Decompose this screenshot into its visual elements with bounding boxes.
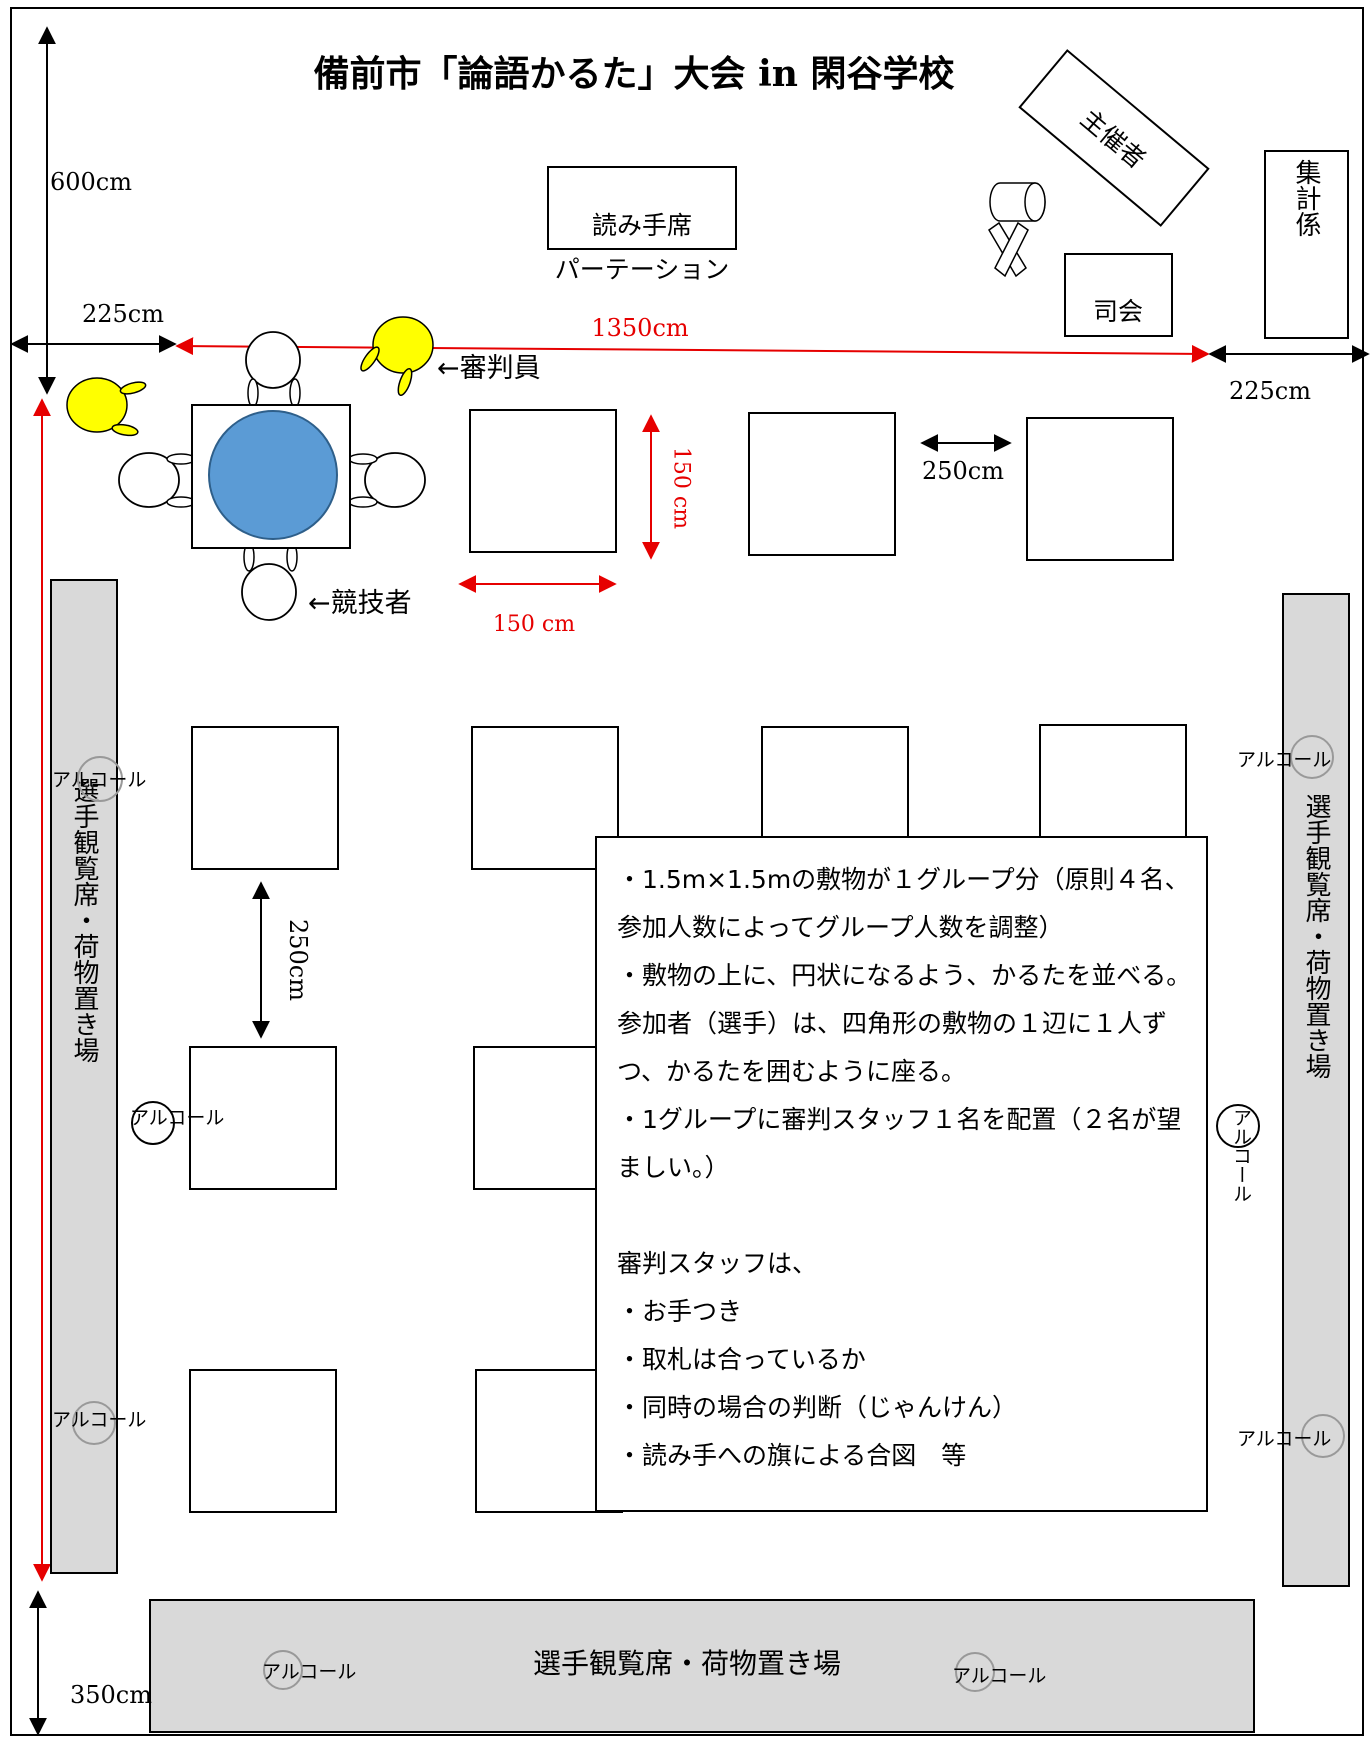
note-line: ・1.5m×1.5mの敷物が１グループ分（原則４名、参加人数によってグループ人数… (617, 865, 1190, 942)
competitor-left (118, 452, 196, 508)
note-line: ・お手つき (617, 1297, 743, 1326)
note-line: ・取札は合っているか (617, 1345, 866, 1374)
tally-box (1264, 150, 1349, 339)
alcohol-label: アルコール (130, 1107, 224, 1129)
reader-seat-box (547, 166, 737, 250)
note-line (617, 1192, 1192, 1240)
competitor-top (245, 331, 301, 408)
alcohol-label: アルコール (52, 1409, 146, 1431)
mc-box (1064, 253, 1173, 337)
alcohol-label: アルコール (52, 769, 146, 791)
alcohol-station: アルコール (262, 1650, 356, 1690)
tally-label: 集計係 (1291, 159, 1321, 237)
karuta-circle (208, 410, 338, 540)
left-spectator-label: 選手観覧席・荷物置き場 (69, 777, 99, 1063)
alcohol-station: アルコール (1237, 1414, 1345, 1458)
partition-label: パーテーション (555, 255, 730, 284)
organizer-box (1018, 49, 1210, 227)
reader-seat-label: 読み手席 (592, 211, 692, 240)
mat-width-label: 150 cm (493, 612, 575, 637)
alcohol-label: アルコール (1237, 1428, 1331, 1450)
mat-r2c1 (191, 726, 339, 870)
mat-r2c2 (471, 726, 619, 870)
right-spectator-label: 選手観覧席・荷物置き場 (1301, 793, 1331, 1079)
dim-1350-label: 1350cm (591, 314, 689, 342)
referee-figure-top (360, 316, 434, 397)
alcohol-label: アルコール (1237, 749, 1331, 771)
note-line: ・1グループに審判スタッフ１名を配置（２名が望ましい。） (617, 1105, 1182, 1182)
alcohol-station: アルコール (952, 1652, 1046, 1692)
bottom-depth-label: 350cm (70, 1681, 152, 1709)
diagram-title: 備前市「論語かるた」大会 in 閑谷学校 (314, 53, 955, 95)
rules-note-box: ・1.5m×1.5mの敷物が１グループ分（原則４名、参加人数によってグループ人数… (595, 836, 1208, 1512)
mat-gap-h-label: 250cm (922, 457, 1004, 485)
mat-r1c3 (748, 412, 896, 556)
alcohol-station: アルコール (52, 756, 146, 802)
alcohol-label: アルコール (952, 1665, 1046, 1687)
referee-figure-left (66, 377, 147, 437)
alcohol-label: アルコール (1230, 1108, 1252, 1203)
dim-225-right-label: 225cm (1229, 377, 1311, 405)
mat-height-label: 150 cm (669, 447, 694, 529)
bottom-spectator-area (149, 1599, 1255, 1733)
mat-r1c4 (1026, 417, 1174, 561)
bottom-spectator-label: 選手観覧席・荷物置き場 (533, 1647, 841, 1680)
mat-r4c1 (189, 1369, 337, 1513)
note-line: 審判スタッフは、 (617, 1249, 818, 1278)
note-line: ・同時の場合の判断（じゃんけん） (617, 1393, 1018, 1422)
example-group (118, 331, 426, 621)
note-line: ・読み手への旗による合図 等 (617, 1441, 967, 1470)
dim-225-left-label: 225cm (82, 300, 164, 328)
organizer-desk: 主催者 (1018, 49, 1210, 227)
dim-600-label: 600cm (50, 168, 132, 196)
competitor-label: ←競技者 (308, 588, 412, 619)
note-line: ・敷物の上に、円状になるよう、かるたを並べる。参加者（選手）は、四角形の敷物の１… (617, 961, 1192, 1086)
competitor-bottom (241, 542, 298, 621)
alcohol-station: アルコール (52, 1401, 146, 1445)
mat-gap-v-label: 250cm (284, 919, 312, 1001)
referee-label: ←審判員 (437, 353, 541, 384)
mat-r3c1 (189, 1046, 337, 1190)
room-outline (10, 7, 1364, 1736)
alcohol-station: アルコール (1237, 735, 1334, 779)
mc-label: 司会 (1093, 297, 1143, 326)
alcohol-station: アルコール (1216, 1104, 1260, 1203)
competitor-right (348, 452, 426, 508)
flag-stand-icon (988, 182, 1046, 278)
alcohol-station: アルコール (130, 1101, 224, 1145)
alcohol-label: アルコール (262, 1661, 356, 1683)
row-width-arrow (175, 337, 1210, 363)
left-spectator-area (50, 579, 118, 1574)
mat-r1c2 (469, 409, 617, 553)
